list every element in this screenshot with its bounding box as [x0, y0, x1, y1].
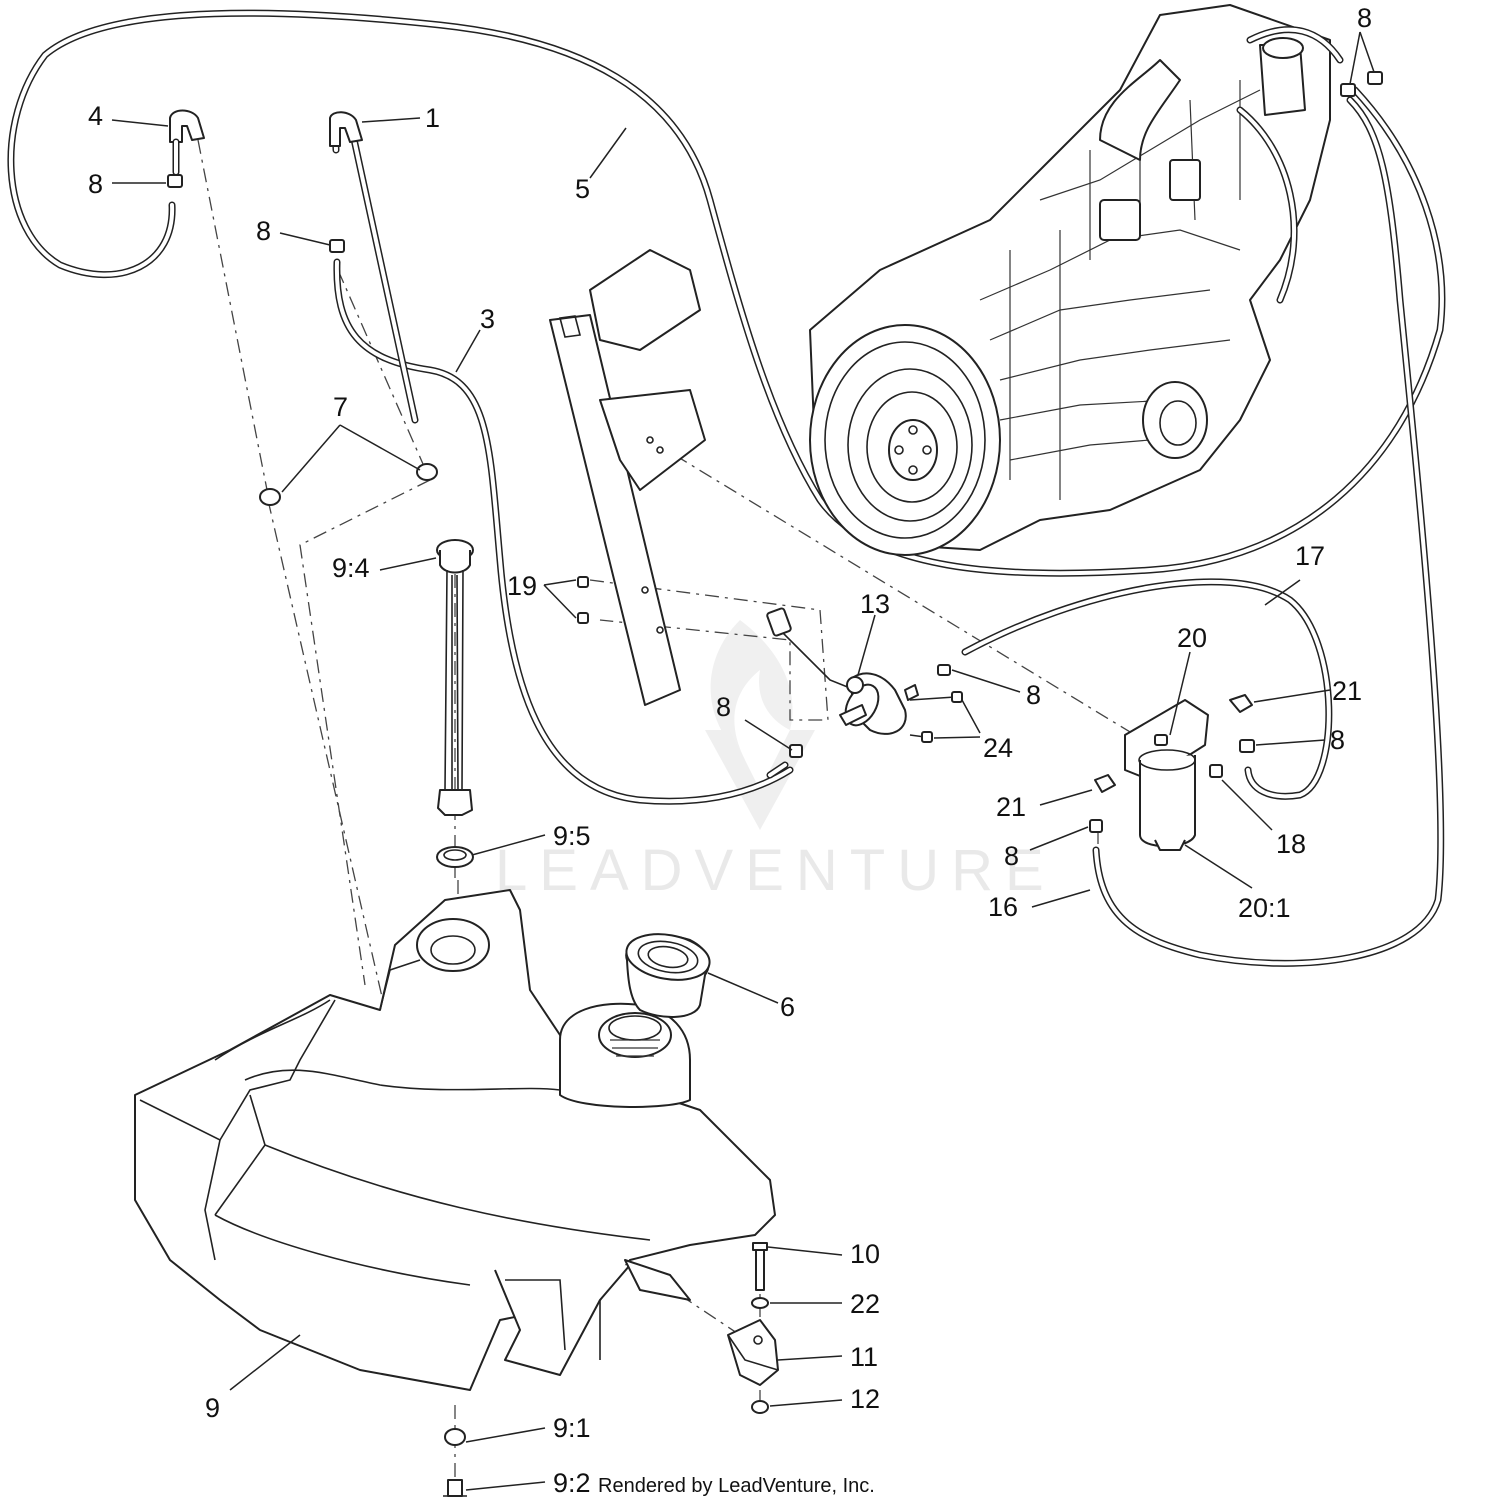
callout-22: 22	[850, 1289, 880, 1319]
callout-4: 4	[88, 101, 103, 131]
callout-13: 13	[860, 589, 890, 619]
callout-9-4: 9:4	[332, 553, 370, 583]
callout-11: 11	[850, 1342, 878, 1372]
nuts-19	[577, 576, 589, 624]
callout-16: 16	[988, 892, 1018, 922]
fuel-hose-16	[1092, 96, 1445, 967]
callout-21: 21	[1332, 676, 1362, 706]
callout-7: 7	[333, 392, 348, 422]
callout-9-2: 9:2	[553, 1468, 591, 1498]
fuel-hose-17	[961, 578, 1333, 800]
callout-20: 20	[1177, 623, 1207, 653]
fuel-line-1	[329, 111, 419, 424]
callout-8: 8	[1026, 680, 1041, 710]
nut-12	[751, 1400, 769, 1414]
callout-8: 8	[1357, 3, 1372, 33]
grommets-7	[259, 463, 438, 506]
bolts-24	[909, 691, 963, 743]
callout-17: 17	[1295, 541, 1325, 571]
callout-24: 24	[983, 733, 1013, 763]
fuel-tank-9	[134, 889, 776, 1391]
callout-3: 3	[480, 304, 495, 334]
callout-8: 8	[256, 216, 271, 246]
callout-20-1: 20:1	[1238, 893, 1291, 923]
fuel-sender-9-4	[436, 539, 474, 816]
callout-8: 8	[88, 169, 103, 199]
engine-assembly	[809, 4, 1344, 556]
callout-21: 21	[996, 792, 1026, 822]
clip-9-1	[444, 1428, 466, 1446]
clamp-8-pump	[789, 664, 951, 758]
callout-6: 6	[780, 992, 795, 1022]
callout-9: 9	[205, 1393, 220, 1423]
tank-mount-11	[727, 1319, 779, 1386]
clamp-8-engine	[1340, 71, 1383, 97]
render-credit: Rendered by LeadVenture, Inc.	[598, 1475, 875, 1497]
watermark-text: LEADVENTURE	[495, 838, 1056, 903]
fuel-pump-13	[766, 607, 919, 735]
washer-22	[751, 1297, 769, 1309]
callout-9-5: 9:5	[553, 821, 591, 851]
callout-leaders	[111, 31, 1375, 1491]
callout-19: 19	[507, 571, 537, 601]
callout-8: 8	[1004, 841, 1019, 871]
fuel-cap-6	[625, 933, 711, 1018]
hose-end-8	[766, 761, 789, 779]
callout-12: 12	[850, 1384, 880, 1414]
fuel-line-4	[169, 109, 205, 176]
callout-5: 5	[575, 174, 590, 204]
fuel-filter-20	[1089, 694, 1255, 851]
callout-8: 8	[716, 692, 731, 722]
callout-labels: 4 1 8 8 8 5 3 7 9:4 19 13 17 20 21 8 8 2…	[88, 3, 1372, 1498]
drain-9-2	[443, 1479, 467, 1497]
fuel-hose-3	[333, 258, 794, 805]
grommet-9-5	[436, 846, 474, 868]
watermark-logo	[705, 620, 815, 830]
callout-8: 8	[1330, 725, 1345, 755]
callout-18: 18	[1276, 829, 1306, 859]
callout-9-1: 9:1	[553, 1413, 591, 1443]
clamps-8-left	[167, 174, 345, 253]
fuel-hose-5	[7, 9, 1446, 577]
callout-1: 1	[425, 103, 440, 133]
callout-10: 10	[850, 1239, 880, 1269]
frame-bracket	[549, 249, 706, 706]
bolt-10	[752, 1242, 768, 1291]
